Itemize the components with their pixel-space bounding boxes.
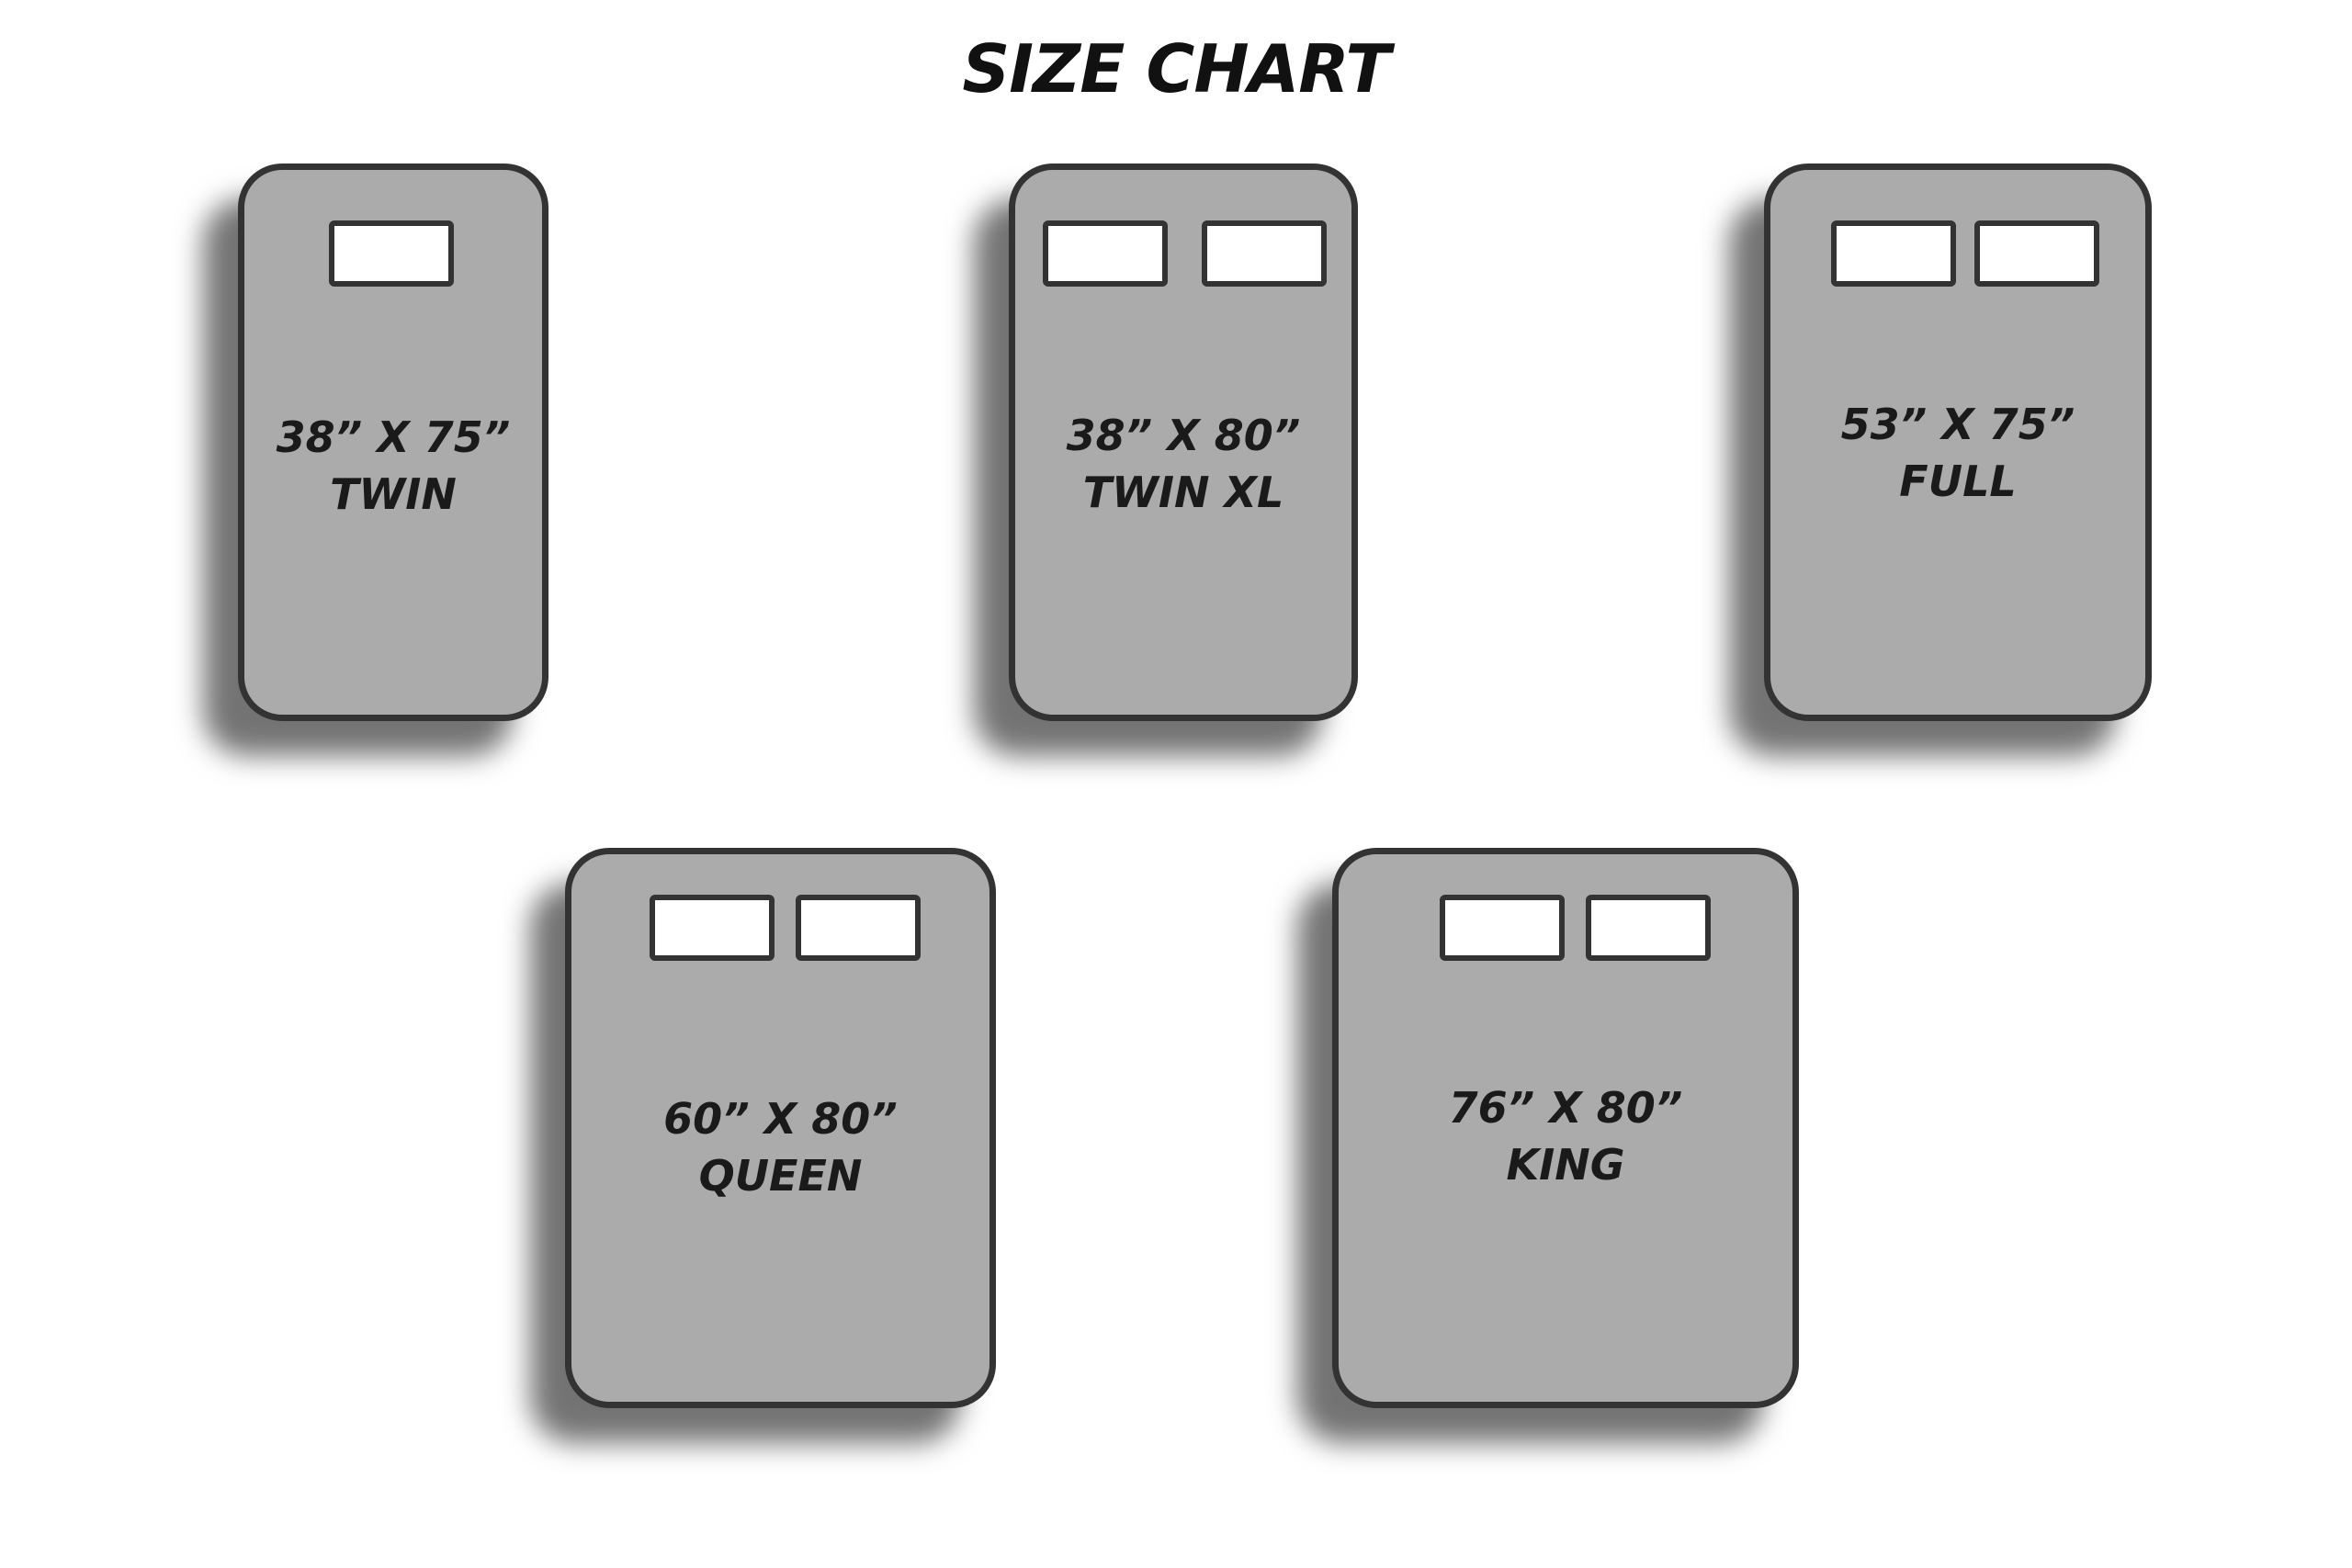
mattress-name: KING [1506,1140,1625,1190]
mattress-label: 38” X 80” TWIN XL [1015,407,1351,521]
pillow-icon [1202,220,1327,287]
mattress-name: FULL [1899,457,2017,506]
mattress-dimensions: 38” X 75” [276,412,511,462]
mattress-name: QUEEN [698,1151,863,1201]
mattress-label: 38” X 75” TWIN [244,409,542,523]
pillow-icon [1974,220,2099,287]
mattress-twin: 38” X 75” TWIN [238,164,548,721]
mattress-king: 76” X 80” KING [1332,848,1799,1408]
chart-title: SIZE CHART [962,30,1390,107]
mattress-dimensions: 60” X 80” [663,1094,898,1144]
mattress-name: TWIN XL [1082,468,1284,517]
mattress-label: 60” X 80” QUEEN [571,1090,989,1204]
pillow-icon [329,220,454,287]
mattress-dimensions: 38” X 80” [1066,411,1301,460]
mattress-label: 76” X 80” KING [1339,1079,1792,1193]
pillow-icon [1831,220,1956,287]
mattress-label: 53” X 75” FULL [1770,396,2145,510]
mattress-twin-xl: 38” X 80” TWIN XL [1009,164,1358,721]
pillow-icon [650,895,775,961]
pillow-icon [1586,895,1711,961]
mattress-dimensions: 53” X 75” [1840,400,2075,449]
mattress-queen: 60” X 80” QUEEN [565,848,996,1408]
mattress-dimensions: 76” X 80” [1448,1083,1683,1133]
mattress-full: 53” X 75” FULL [1764,164,2152,721]
pillow-icon [1440,895,1565,961]
pillow-icon [796,895,921,961]
mattress-name: TWIN [330,469,457,519]
pillow-icon [1043,220,1168,287]
